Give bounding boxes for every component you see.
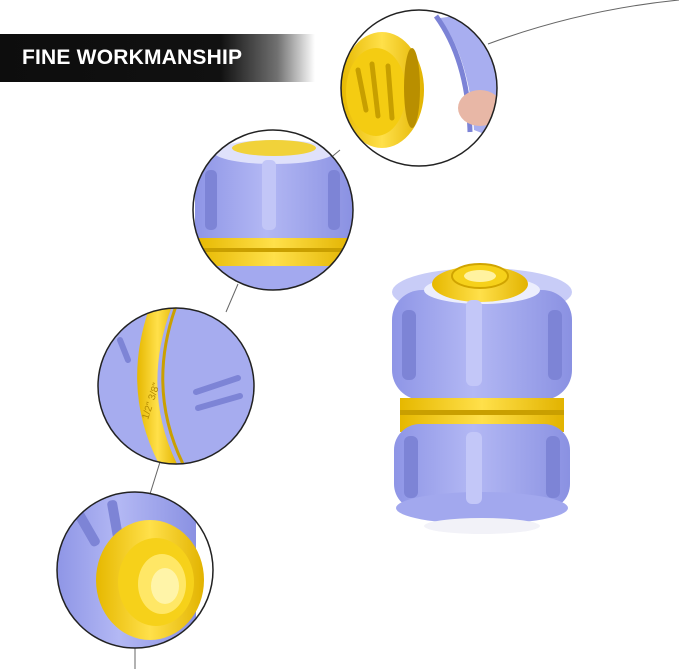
hose-connector-image [392,263,572,534]
feature-banner: FINE WORKMANSHIP [0,34,315,82]
banner-title: FINE WORKMANSHIP [22,46,243,69]
detail-circle-seam: 1/2" 3/8" [98,308,254,464]
leader-line-top [487,0,679,45]
detail-circle-cap [341,10,497,166]
detail-circle-opening [57,492,213,648]
leader-line-2 [225,283,239,313]
leader-line-3 [149,461,161,495]
detail-circle-body [193,130,353,290]
